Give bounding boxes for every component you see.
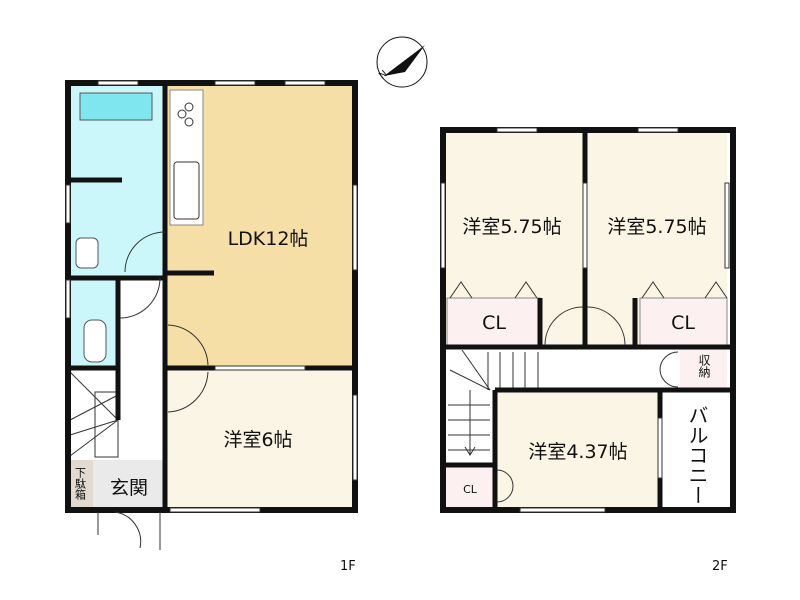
- compass-icon: N: [376, 36, 428, 88]
- stairs-2f: [448, 349, 539, 456]
- sink-icon: [75, 237, 99, 269]
- floor-label-1f: 1F: [340, 559, 356, 574]
- bedroom-6-label: 洋室6帖: [223, 429, 292, 451]
- bedroom-left-label: 洋室5.75帖: [462, 216, 561, 238]
- ldk-label: LDK12帖: [228, 228, 309, 250]
- stairs-1f: [69, 371, 119, 458]
- bedroom-small: [495, 390, 660, 510]
- shoe-cabinet: [68, 460, 93, 510]
- floor-2f: 洋室5.75帖 洋室5.75帖 CL CL 収納 洋室4.37帖 CL バルコニ…: [440, 127, 736, 574]
- bedroom-small-label: 洋室4.37帖: [528, 441, 627, 463]
- storage: [680, 347, 727, 390]
- closet-small: [446, 465, 495, 510]
- shoe-cabinet-label: 下駄箱: [74, 467, 87, 501]
- closet-left: [446, 297, 541, 346]
- toilet-icon: [83, 319, 107, 363]
- entrance-label: 玄関: [110, 477, 148, 499]
- closet-small-label: CL: [463, 483, 478, 496]
- bedroom-right-label: 洋室5.75帖: [607, 216, 706, 238]
- floor-label-2f: 2F: [712, 559, 728, 574]
- bedroom-6: [165, 368, 355, 510]
- balcony-label: バルコニー: [685, 405, 709, 505]
- entrance: [93, 460, 165, 510]
- storage-label: 収納: [697, 354, 711, 378]
- closet-left-label: CL: [482, 312, 506, 334]
- bathtub: [79, 92, 153, 121]
- floor-1f: LDK12帖 洋室6帖 玄関 下駄箱 1F: [65, 80, 358, 574]
- closet-right: [639, 297, 728, 346]
- closet-right-label: CL: [671, 312, 695, 334]
- kitchen-counter: [169, 89, 204, 226]
